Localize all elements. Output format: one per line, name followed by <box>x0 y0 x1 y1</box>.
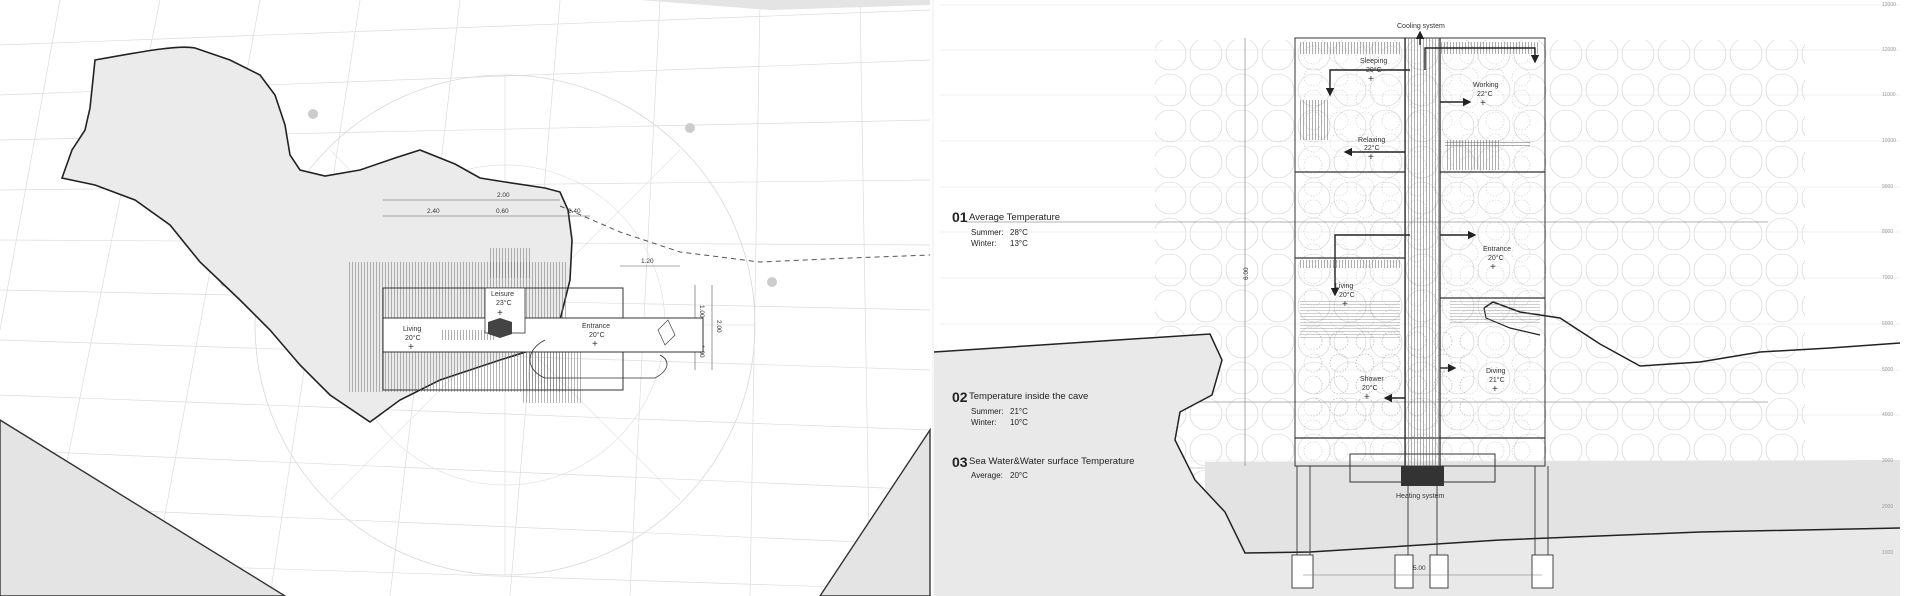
section-room-relaxing: Relaxing 22°C + <box>1358 137 1385 163</box>
drawing-label: + <box>1480 98 1486 109</box>
drawing-label: 01 <box>952 209 968 225</box>
section-room-living: Living 20°C + <box>1335 283 1355 310</box>
drawing-label: Entrance <box>582 323 610 330</box>
drawing-label: + <box>1368 152 1374 163</box>
plan-room-living: Living 20°C + <box>403 326 421 353</box>
section-panel: 6.00 5.00 Cooling system Heating system … <box>933 2 1901 596</box>
drawing-label: 5.00 <box>1413 565 1426 572</box>
drawing-label: 22°C <box>1364 144 1380 152</box>
drawing-label: + <box>592 339 598 350</box>
drawing-label: + <box>1342 299 1348 310</box>
drawing-label: Sleeping <box>1360 58 1387 65</box>
drawing-label: 6000 <box>1882 321 1893 327</box>
drawing-label: 0.60 <box>496 208 509 215</box>
drawing-label: 20°C <box>589 331 605 339</box>
height-scale: 13000 12000 11000 10000 9000 8000 7000 6… <box>1882 2 1896 556</box>
drawing-label: 13000 <box>1882 2 1896 8</box>
plan-room-leisure: Leisure 23°C + <box>491 291 514 319</box>
plan-room-entrance: Entrance 20°C + <box>582 323 610 350</box>
drawing-label: 2.40 <box>568 208 581 215</box>
section-room-shower: Shower 20°C + <box>1360 376 1384 403</box>
drawing-label: 20°C <box>1010 471 1028 480</box>
drawing-label: 2.00 <box>715 320 722 333</box>
drawing-label: 21°C <box>1489 376 1505 384</box>
drawing-label: Leisure <box>491 291 514 298</box>
drawing-label: Summer: <box>971 407 1003 416</box>
drawing-label: 20°C <box>1488 254 1504 262</box>
section-room-sleeping: Sleeping 20°C + <box>1360 58 1387 85</box>
drawing-label: Temperature inside the cave <box>969 391 1088 402</box>
drawing-label: Average: <box>971 471 1003 480</box>
drawing-label: 20°C <box>1366 66 1382 74</box>
drawing-label: 03 <box>952 454 968 470</box>
drawing-label: 1000 <box>1882 550 1893 556</box>
drawing-label: 3000 <box>1882 458 1893 464</box>
drawing-label: 12000 <box>1882 47 1896 53</box>
drawing-label: Summer: <box>971 228 1003 237</box>
drawing-label: 11000 <box>1882 92 1896 98</box>
drawing-label: Average Temperature <box>969 212 1060 223</box>
drawing-label: 5000 <box>1882 367 1893 373</box>
drawing-label: + <box>408 342 414 353</box>
drawing-label: 13°C <box>1010 239 1028 248</box>
plan-panel: 2.00 2.40 0.60 2.40 1.20 1.00 1.00 2.00 … <box>0 0 931 596</box>
section-room-entrance: Entrance 20°C + <box>1483 246 1511 273</box>
terrain-outline <box>934 334 1900 596</box>
drawing-label: 2.00 <box>497 192 510 199</box>
drawing-label: + <box>1490 262 1496 273</box>
drawing-label: 20°C <box>405 334 421 342</box>
drawing-label: 9000 <box>1882 184 1893 190</box>
drawing-label: 10°C <box>1010 418 1028 427</box>
legend-average-temperature: 01 Average Temperature Summer: 28°C Wint… <box>952 209 1060 248</box>
drawing-label: + <box>497 308 503 319</box>
legend-sea-water-temperature: 03 Sea Water&Water surface Temperature A… <box>952 454 1134 480</box>
section-room-working: Working 22°C + <box>1473 82 1499 109</box>
drawing-label: Diving <box>1486 368 1506 375</box>
drawing-label: 2.40 <box>427 208 440 215</box>
drawing-label: 7000 <box>1882 275 1893 281</box>
drawing-label: 2000 <box>1882 504 1893 510</box>
drawing-label: Winter: <box>971 418 996 427</box>
cooling-system-label: Cooling system <box>1397 23 1445 30</box>
heating-system-label: Heating system <box>1396 493 1444 500</box>
drawing-label: 4000 <box>1882 412 1893 418</box>
drawing-label: 1.00 <box>698 305 705 318</box>
drawing-label: Living <box>1335 283 1353 290</box>
drawing-label: Living <box>403 326 421 333</box>
drawing-label: Sea Water&Water surface Temperature <box>969 456 1134 467</box>
drawing-label: 8000 <box>1882 229 1893 235</box>
drawing-label: + <box>1368 74 1374 85</box>
section-room-diving: Diving 21°C + <box>1486 368 1506 395</box>
drawing-label: 1.20 <box>641 258 654 265</box>
drawing-label: 22°C <box>1477 90 1493 98</box>
drawing-label: 20°C <box>1339 291 1355 299</box>
drawing-label: Winter: <box>971 239 996 248</box>
drawing-label: 20°C <box>1362 384 1378 392</box>
drawing-label: 23°C <box>496 299 512 307</box>
drawing-label: 02 <box>952 389 968 405</box>
drawing-label: Working <box>1473 82 1499 89</box>
drawing-label: Shower <box>1360 376 1384 383</box>
legend-cave-temperature: 02 Temperature inside the cave Summer: 2… <box>952 389 1088 427</box>
drawing-label: + <box>1364 392 1370 403</box>
drawing-label: + <box>1492 384 1498 395</box>
drawing-label: 28°C <box>1010 228 1028 237</box>
drawing-label: 10000 <box>1882 138 1896 144</box>
drawing-label: Relaxing <box>1358 137 1385 144</box>
drawing-label: 6.00 <box>1243 267 1250 280</box>
drawing-label: 21°C <box>1010 407 1028 416</box>
drawing-label: Entrance <box>1483 246 1511 253</box>
